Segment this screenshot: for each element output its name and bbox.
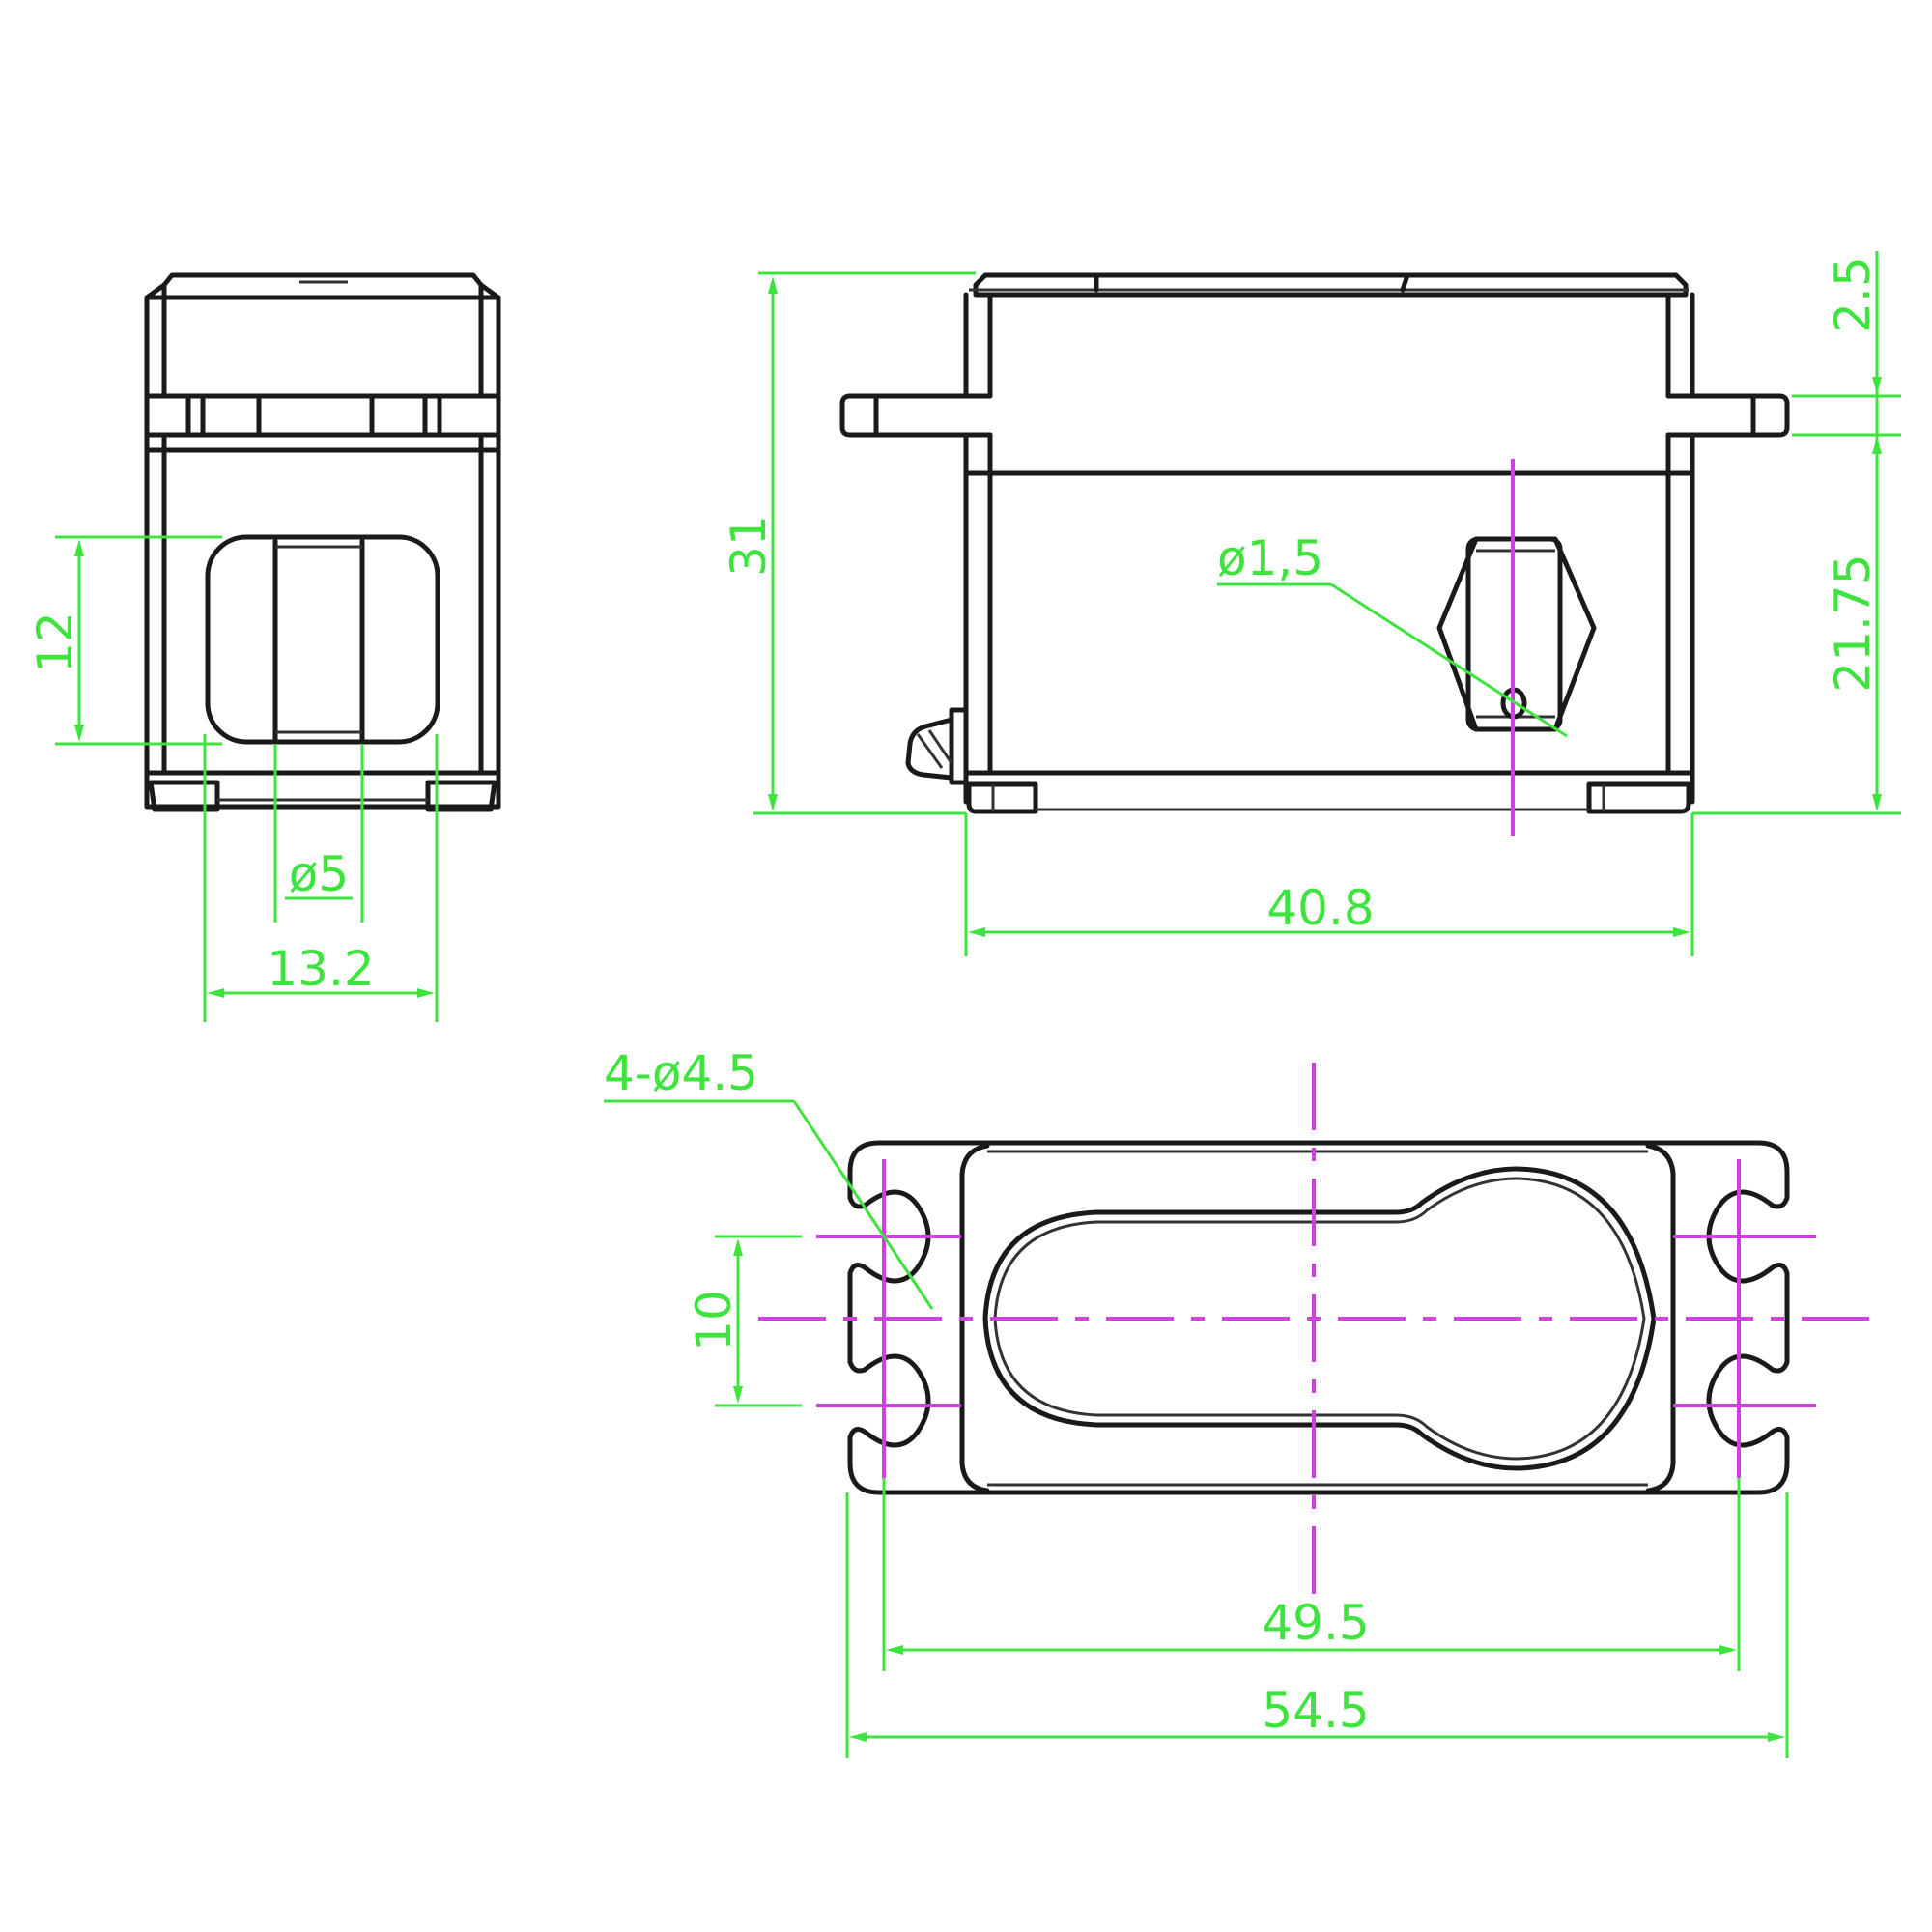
- bottom-view-keyhole-recess: [982, 1166, 1657, 1471]
- side-view: ø1,5 31 40.8 2.5: [721, 251, 1901, 956]
- front-view-output-window: [205, 534, 440, 745]
- label-flange-to-bottom: 21.75: [1825, 554, 1881, 692]
- dimension-window-height: 12: [27, 535, 222, 746]
- label-window-height: 12: [27, 611, 83, 673]
- label-side-length: 40.8: [1266, 880, 1374, 936]
- dimension-hole-spacing-vertical: 10: [686, 1235, 802, 1407]
- dimension-overall-length: 54.5: [845, 1492, 1789, 1758]
- label-front-width: 13.2: [267, 941, 374, 997]
- side-view-body-outline: [839, 272, 1790, 814]
- front-view-body-outline: [144, 272, 501, 812]
- label-hole-spacing-vertical: 10: [686, 1290, 742, 1351]
- label-hole-spacing-horizontal: 49.5: [1262, 1595, 1369, 1651]
- dimension-hole-diameter: ø1,5: [1217, 530, 1568, 738]
- label-mount-holes: 4-ø4.5: [604, 1045, 758, 1101]
- dimension-hole-spacing-horizontal: 49.5: [882, 1478, 1741, 1671]
- label-hole-diameter: ø1,5: [1217, 530, 1323, 586]
- label-spline-diameter: ø5: [289, 846, 349, 902]
- dimension-total-height: 31: [721, 271, 976, 815]
- side-view-mounting-boss: [1436, 536, 1597, 732]
- dimension-spline-diameter: ø5: [273, 744, 364, 923]
- dimension-front-width: 13.2: [203, 734, 439, 1022]
- dimension-side-length: 40.8: [964, 813, 1694, 956]
- label-flange-thickness: 2.5: [1825, 256, 1881, 333]
- dimension-flange: 2.5 21.75: [1692, 251, 1901, 815]
- bottom-view-centerlines: [758, 1063, 1874, 1594]
- label-overall-length: 54.5: [1262, 1683, 1369, 1739]
- front-view: 12 ø5 13.2: [27, 272, 501, 1022]
- label-total-height: 31: [721, 515, 777, 577]
- bottom-view: 4-ø4.5 10 49.5 54.5: [604, 1045, 1874, 1758]
- dimension-mount-holes: 4-ø4.5: [604, 1045, 934, 1310]
